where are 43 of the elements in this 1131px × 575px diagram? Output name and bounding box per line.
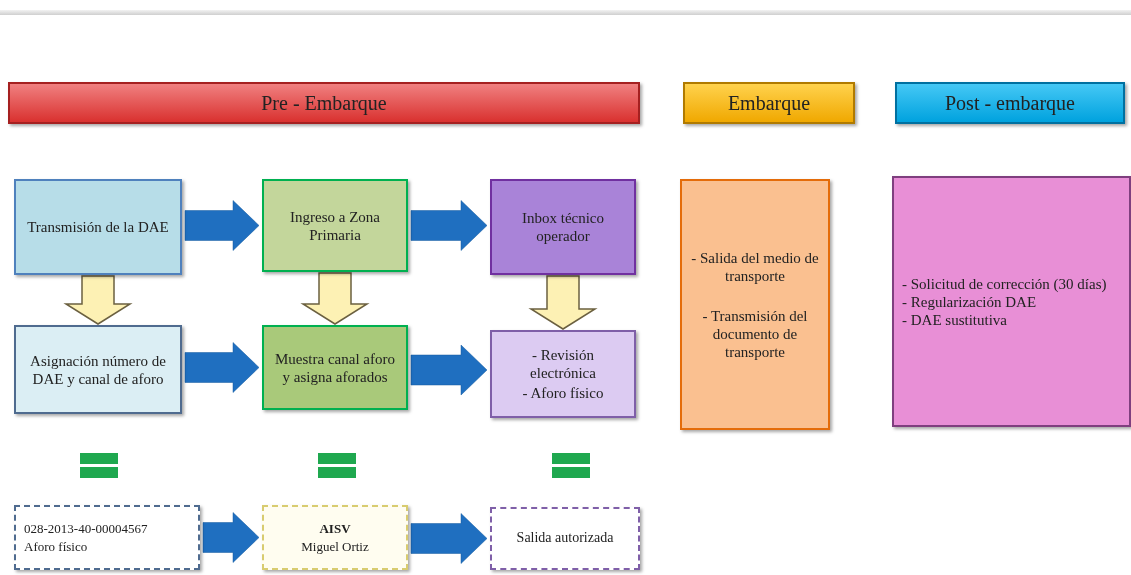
stage-banner	[8, 82, 640, 124]
stage-banner	[683, 82, 855, 124]
box-text: - Transmisión del documento de transporte	[701, 306, 809, 361]
stage-title: Post - embarque	[945, 91, 1075, 115]
block-arrow	[184, 200, 260, 251]
process-box	[490, 179, 636, 275]
box-text: - Salida del medio de transporte	[690, 248, 820, 285]
block-arrow	[184, 342, 260, 393]
stage-title: Embarque	[727, 91, 811, 115]
block-arrow	[410, 513, 488, 564]
box-text: 028-2013-40-00004567	[24, 520, 148, 537]
result-box	[14, 505, 200, 570]
box-text: Ingreso a Zona Primaria	[289, 207, 381, 244]
result-box	[490, 507, 640, 570]
result-box	[262, 505, 408, 570]
box-text: Asignación número de DAE y canal de aforo	[29, 351, 167, 388]
process-box	[262, 179, 408, 272]
block-arrow	[528, 275, 598, 330]
box-text: Muestra canal aforo y asigna aforados	[274, 349, 396, 386]
process-box	[490, 330, 636, 418]
block-arrow	[410, 200, 488, 251]
stage-banner	[895, 82, 1125, 124]
box-text: Transmisión de la DAE	[27, 218, 169, 236]
process-box	[262, 325, 408, 410]
box-text: Inbox técnico operador	[520, 209, 606, 245]
box-text: Aforo físico	[24, 538, 88, 555]
process-box	[14, 325, 182, 414]
block-arrow	[410, 344, 488, 396]
block-arrow	[63, 275, 133, 325]
stage-box	[680, 179, 830, 430]
box-text: AISV	[319, 520, 351, 537]
box-text: - DAE sustitutiva	[902, 310, 1007, 329]
block-arrow	[300, 272, 370, 325]
box-text: Salida autorizada	[516, 530, 614, 547]
block-arrow	[202, 512, 260, 563]
box-text: Miguel Ortiz	[301, 538, 369, 555]
process-box	[14, 179, 182, 275]
stage-title: Pre - Embarque	[261, 91, 387, 115]
box-text: - Regularización DAE	[902, 292, 1037, 311]
stage-box	[892, 176, 1131, 427]
box-text: - Revisión electrónica	[529, 346, 597, 382]
box-text: - Aforo físico	[522, 384, 604, 402]
box-text: - Solicitud de corrección (30 días)	[902, 274, 1107, 293]
